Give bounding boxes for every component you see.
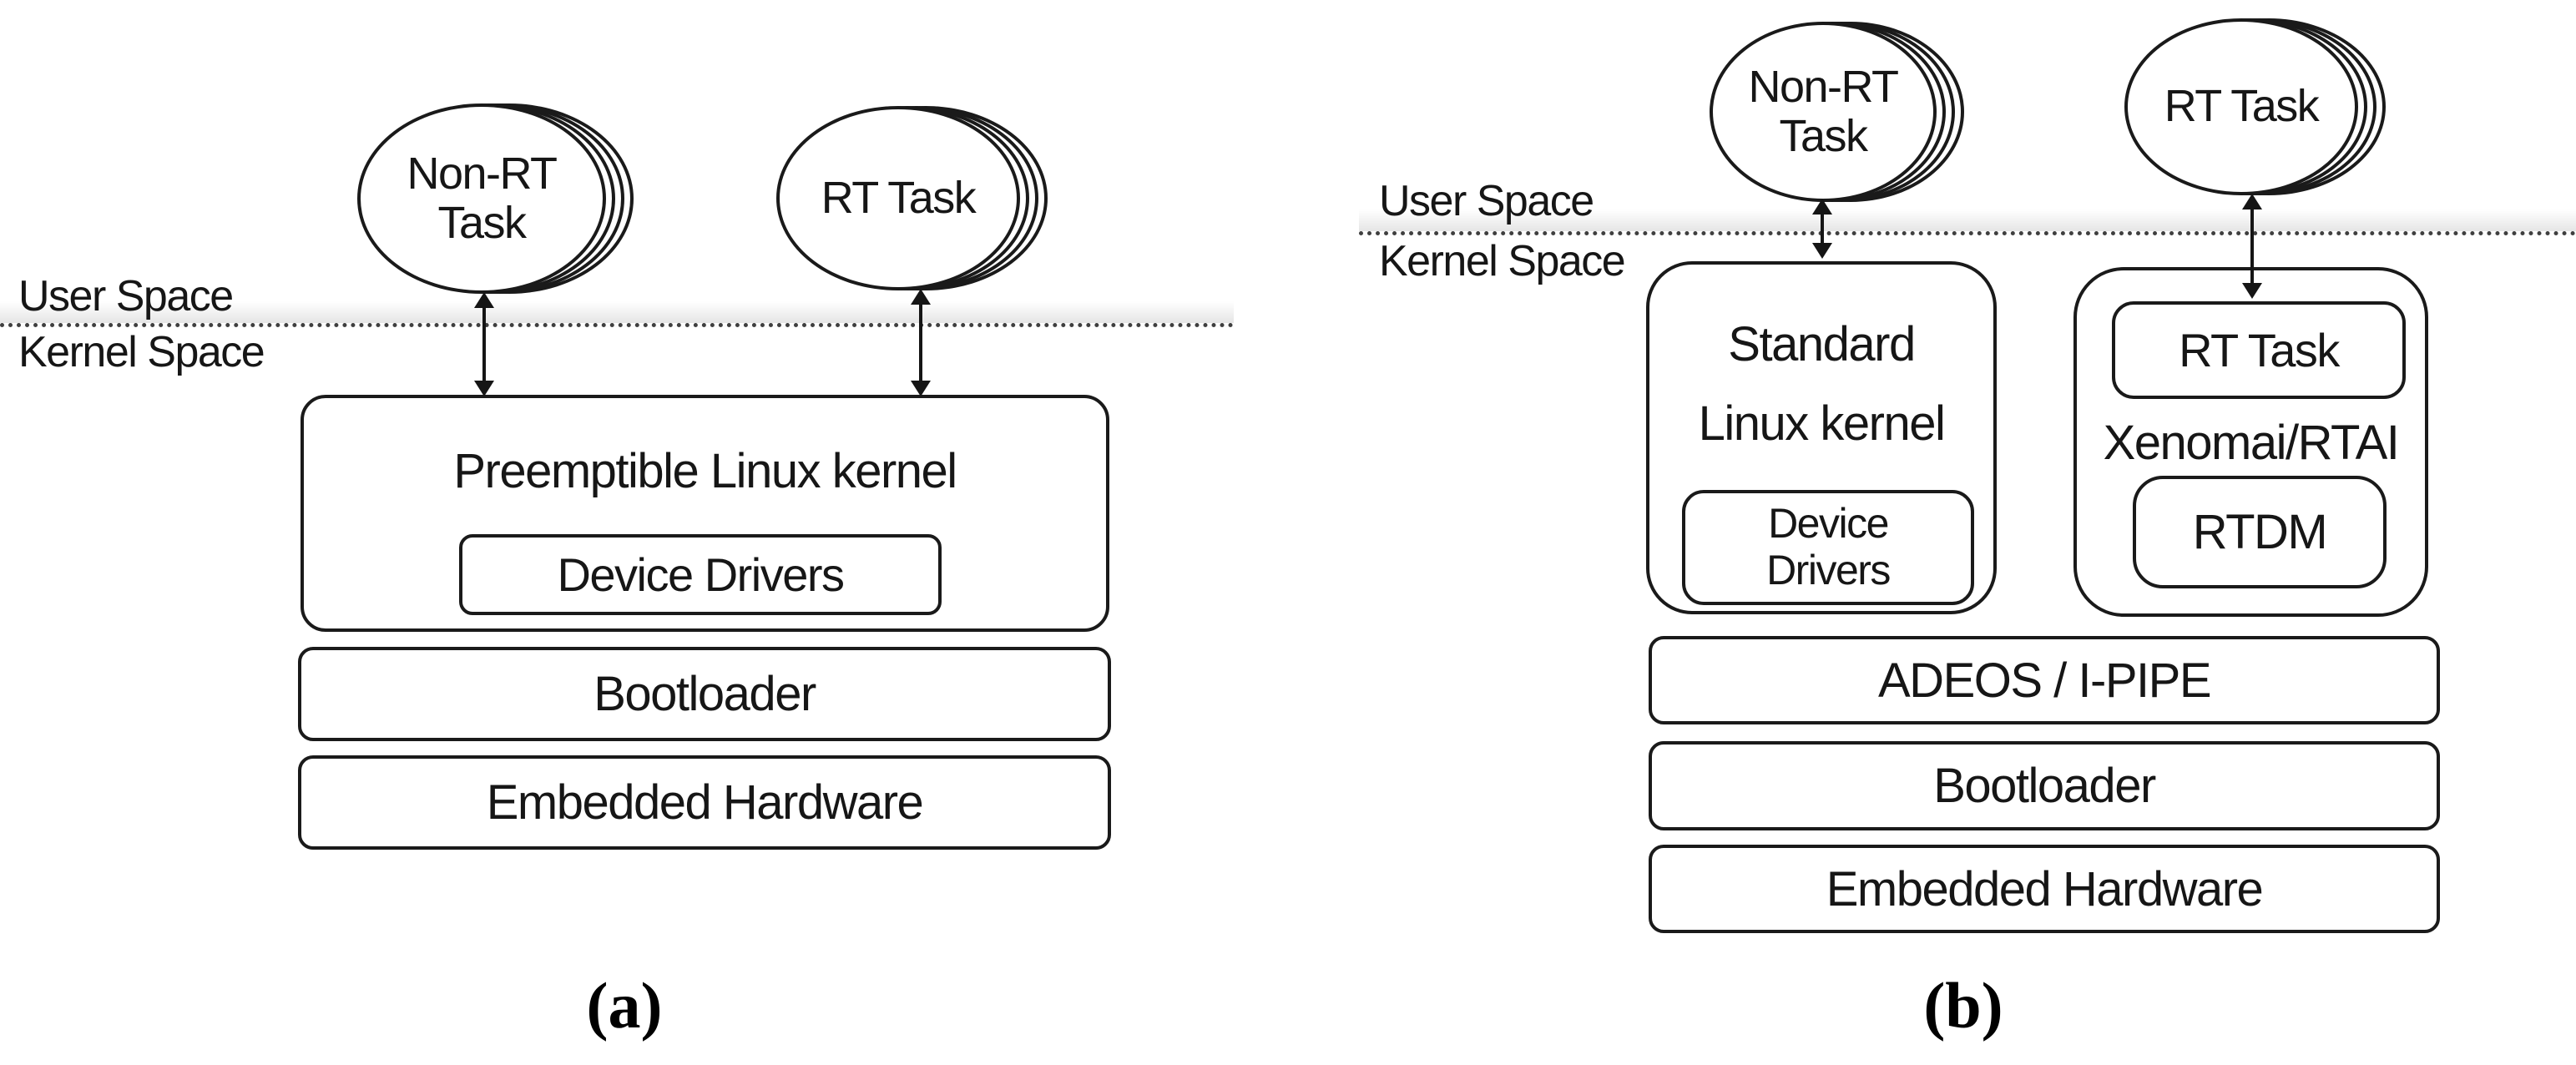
box-rtdm: RTDM <box>2133 476 2387 588</box>
non-rt-task-label-line1-a: Non-RT <box>407 148 558 199</box>
ellipse-non-rt-task-b: Non-RT Task <box>1710 22 1937 202</box>
rt-task-label-b: RT Task <box>2164 81 2320 132</box>
arrow-non-rt-task-to-kernel-b <box>1812 199 1832 259</box>
ellipse-rt-task-a: RT Task <box>776 106 1020 290</box>
non-rt-task-label-line2-a: Task <box>437 198 527 248</box>
non-rt-task-label-line2-b: Task <box>1779 111 1868 161</box>
standard-kernel-label-line1: Standard <box>1728 317 1916 371</box>
device-drivers-label-a: Device Drivers <box>557 548 845 601</box>
kernel-space-label-a: Kernel Space <box>18 328 265 376</box>
non-rt-task-label-line1-b: Non-RT <box>1748 61 1899 112</box>
user-kernel-boundary-b <box>1359 209 2576 235</box>
box-bootloader-a: Bootloader <box>298 647 1111 741</box>
bootloader-label-b: Bootloader <box>1933 759 2156 813</box>
embedded-hardware-label-b: Embedded Hardware <box>1826 861 2264 916</box>
box-bootloader-b: Bootloader <box>1649 741 2440 830</box>
user-kernel-boundary-a <box>0 301 1234 327</box>
caption-a: (a) <box>586 969 663 1042</box>
box-embedded-hardware-a: Embedded Hardware <box>298 755 1111 850</box>
box-device-drivers-b: Device Drivers <box>1682 490 1974 605</box>
arrow-non-rt-task-to-kernel-a <box>474 292 494 396</box>
bootloader-label-a: Bootloader <box>593 667 816 721</box>
ellipse-non-rt-task-a: Non-RT Task <box>357 103 606 294</box>
arrow-rt-task-to-xenomai-b <box>2242 194 2262 299</box>
device-drivers-label-line2-b: Drivers <box>1766 547 1891 593</box>
embedded-hardware-label-a: Embedded Hardware <box>486 775 924 830</box>
task-ellipse-stack-non-rt-a: Non-RT Task <box>357 103 634 294</box>
user-space-label-b: User Space <box>1379 177 1594 225</box>
standard-kernel-label-line2: Linux kernel <box>1698 396 1946 451</box>
caption-b: (b) <box>1923 969 2003 1042</box>
kernel-space-label-b: Kernel Space <box>1379 237 1626 285</box>
rt-task-box-label-b: RT Task <box>2179 324 2340 376</box>
box-rt-task-b: RT Task <box>2112 301 2406 399</box>
device-drivers-label-line1-b: Device <box>1768 500 1889 547</box>
box-adeos-ipipe: ADEOS / I-PIPE <box>1649 636 2440 724</box>
adeos-ipipe-label: ADEOS / I-PIPE <box>1878 653 2212 708</box>
task-ellipse-stack-non-rt-b: Non-RT Task <box>1710 22 1964 202</box>
task-ellipse-stack-rt-b: RT Task <box>2124 18 2386 195</box>
task-ellipse-stack-rt-a: RT Task <box>776 106 1048 290</box>
ellipse-rt-task-b: RT Task <box>2124 18 2358 195</box>
box-embedded-hardware-b: Embedded Hardware <box>1649 845 2440 933</box>
user-space-label-a: User Space <box>18 272 234 321</box>
xenomai-rtai-label: Xenomai/RTAI <box>2103 416 2400 470</box>
box-device-drivers-a: Device Drivers <box>459 534 942 615</box>
arrow-rt-task-to-kernel-a <box>911 289 931 396</box>
preemptible-kernel-label: Preemptible Linux kernel <box>453 444 957 498</box>
rt-task-label-a: RT Task <box>821 172 977 223</box>
rtdm-label: RTDM <box>2192 505 2328 559</box>
